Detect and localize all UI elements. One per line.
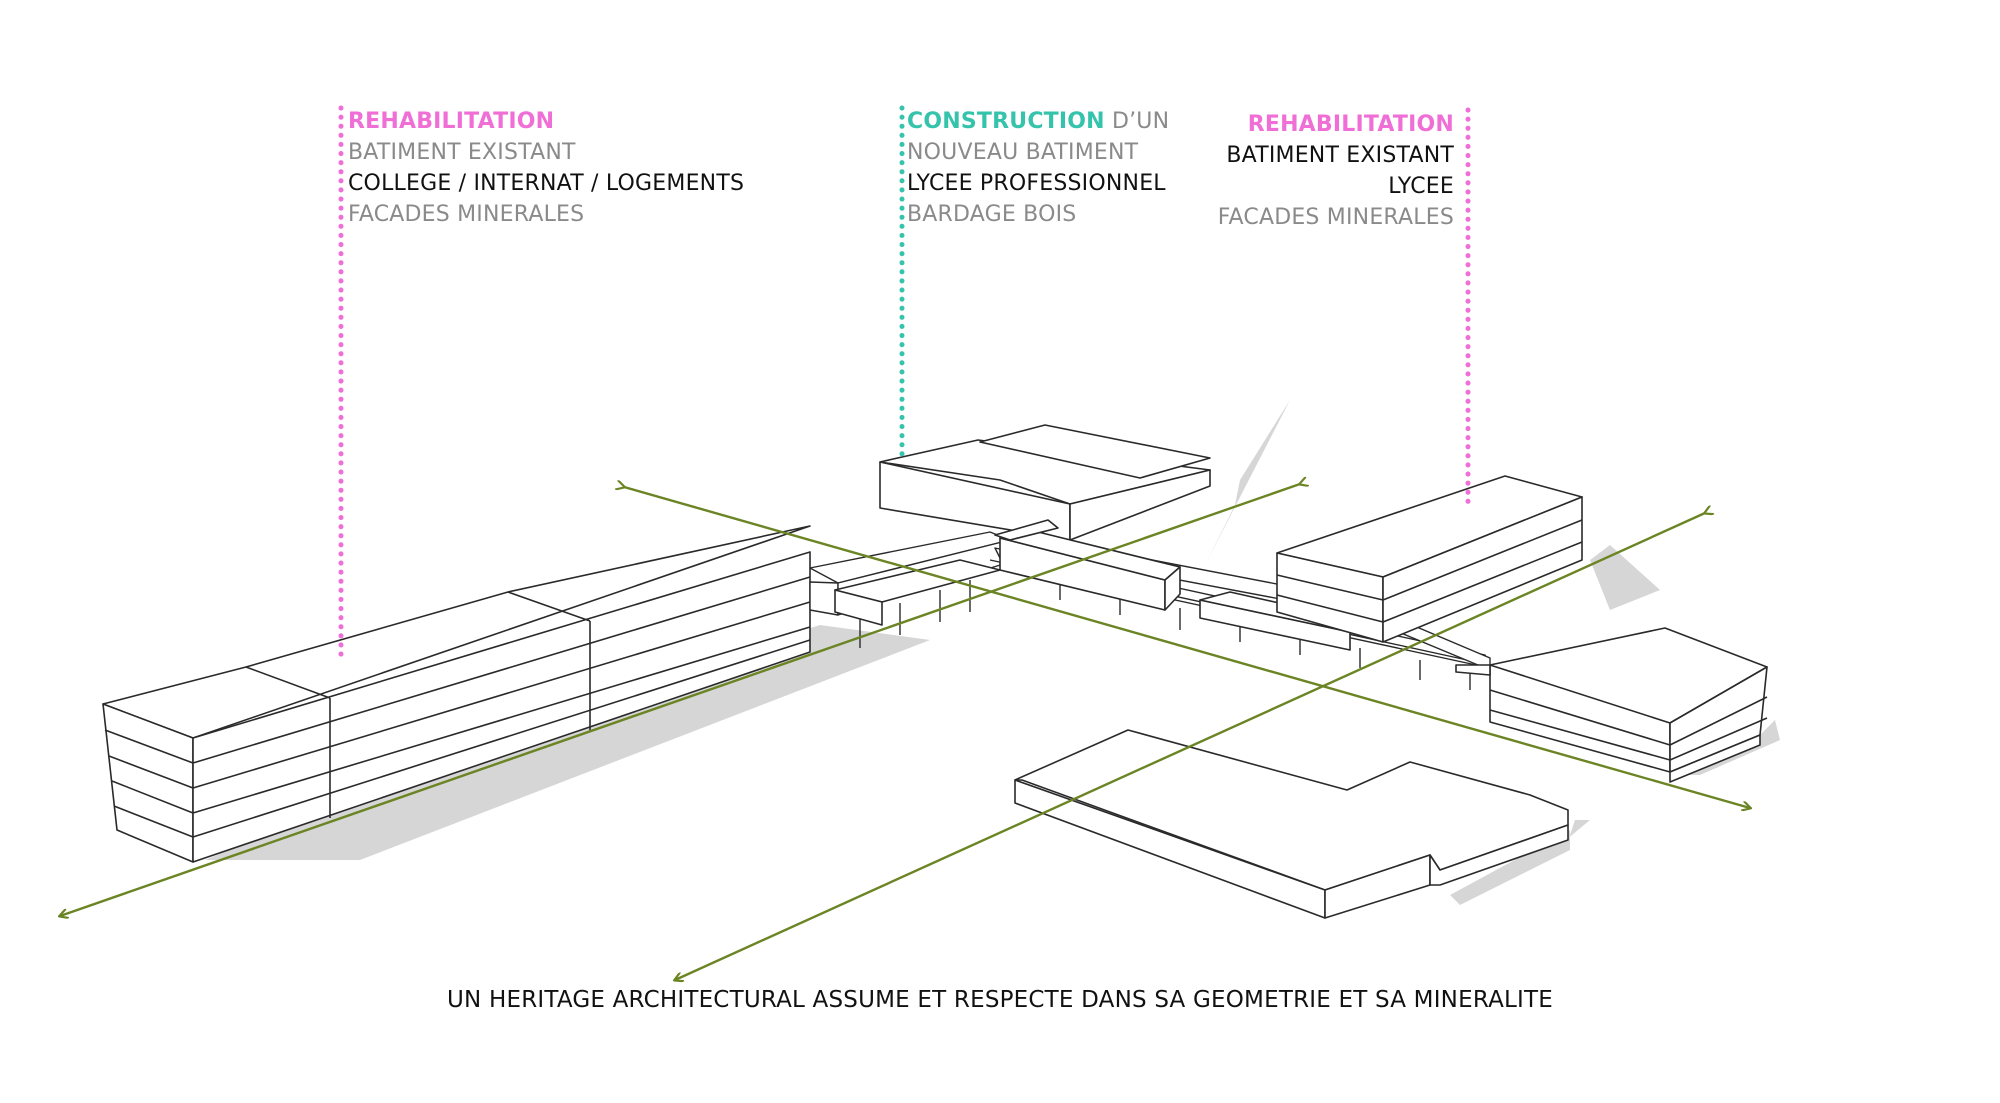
- label-center-line1: NOUVEAU BATIMENT: [907, 140, 1139, 165]
- label-center-heading-row: CONSTRUCTION D’UN: [907, 106, 1169, 137]
- label-center-line2: LYCEE PROFESSIONNEL: [907, 171, 1166, 196]
- leader-lines: [338, 105, 1471, 658]
- label-center-heading: CONSTRUCTION: [907, 109, 1105, 134]
- label-left-line1: BATIMENT EXISTANT: [348, 140, 576, 165]
- label-right-rehabilitation: REHABILITATION BATIMENT EXISTANT LYCEE F…: [1218, 109, 1454, 233]
- label-right-heading: REHABILITATION: [1247, 112, 1454, 137]
- urban-axes: [60, 484, 1750, 980]
- label-center-heading-suffix: D’UN: [1104, 109, 1170, 134]
- label-center-construction: CONSTRUCTION D’UN NOUVEAU BATIMENT LYCEE…: [907, 106, 1169, 230]
- building-east-annex: [1455, 627, 1768, 783]
- building-lycee: [1276, 475, 1583, 643]
- label-right-line2: LYCEE: [1388, 174, 1454, 199]
- diagram-caption: UN HERITAGE ARCHITECTURAL ASSUME ET RESP…: [447, 987, 1553, 1013]
- building-lycee-professionnel: [834, 424, 1356, 651]
- label-left-line3: FACADES MINERALES: [348, 202, 585, 227]
- label-left-rehabilitation: REHABILITATION BATIMENT EXISTANT COLLEGE…: [348, 106, 744, 230]
- label-right-line3: FACADES MINERALES: [1217, 205, 1454, 230]
- label-right-line1: BATIMENT EXISTANT: [1226, 143, 1454, 168]
- label-left-heading: REHABILITATION: [348, 109, 555, 134]
- label-center-line3: BARDAGE BOIS: [907, 202, 1077, 227]
- axis-south-diagonal: [675, 513, 1705, 980]
- label-left-line2: COLLEGE / INTERNAT / LOGEMENTS: [348, 171, 745, 196]
